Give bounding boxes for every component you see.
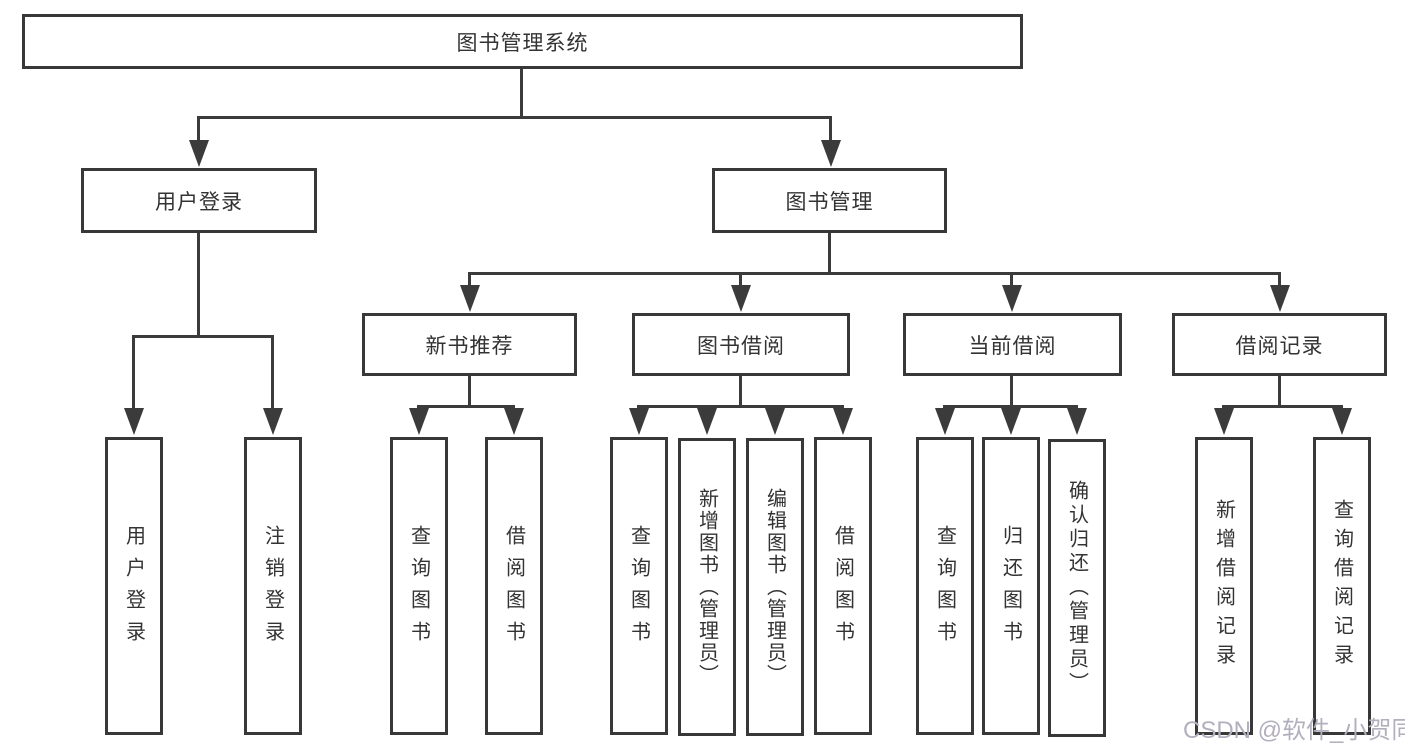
leaf-bb-query-books: 查询图书 (610, 437, 668, 735)
connector-user-login-stem (197, 233, 200, 336)
node-current-borrow: 当前借阅 (903, 313, 1122, 376)
node-borrow-records: 借阅记录 (1172, 313, 1387, 376)
arrowhead-br-add-record (1214, 408, 1234, 435)
node-library-management-system: 图书管理系统 (22, 14, 1023, 69)
connector-book-management-stem (828, 233, 831, 273)
leaf-user-login: 用户登录 (105, 437, 163, 735)
connector-borrow-records-stem (1278, 376, 1281, 408)
arrowhead-user-login (189, 140, 209, 167)
arrowhead-new-book (460, 285, 480, 312)
arrowhead-cb-query-books (935, 408, 955, 435)
leaf-br-query-borrow-record: 查询借阅记录 (1313, 437, 1371, 735)
leaf-logout: 注销登录 (244, 437, 302, 735)
leaf-nb-query-books: 查询图书 (390, 437, 448, 735)
arrowhead-br-query-record (1332, 408, 1352, 435)
connector-drop-current-borrow (1010, 272, 1013, 286)
arrowhead-leaf-user-login (124, 408, 144, 435)
arrowhead-current-borrow (1002, 285, 1022, 312)
connector-borrow-records-bus (1222, 405, 1343, 408)
arrowhead-bb-borrow-books (833, 408, 853, 435)
connector-new-book-bus (417, 405, 515, 408)
connector-root-bus (197, 116, 832, 119)
connector-user-login-bus (132, 335, 274, 338)
arrowhead-leaf-logout (263, 408, 283, 435)
arrowhead-cb-confirm-return (1067, 408, 1087, 435)
leaf-cb-confirm-return-admin: 确认归还（管理员） (1048, 439, 1106, 737)
arrowhead-book-borrow (731, 285, 751, 312)
arrowhead-cb-return-books (1001, 408, 1021, 435)
arrowhead-borrow-records (1270, 285, 1290, 312)
leaf-bb-borrow-books: 借阅图书 (814, 437, 872, 735)
connector-root-stem (520, 69, 523, 117)
node-new-book-recommend: 新书推荐 (362, 313, 577, 376)
arrowhead-bb-query-books (629, 408, 649, 435)
connector-drop-borrow-records (1278, 272, 1281, 286)
connector-book-borrow-bus (637, 405, 844, 408)
arrowhead-nb-query-books (409, 408, 429, 435)
node-user-login: 用户登录 (81, 168, 317, 233)
connector-drop-leaf-user-login (132, 335, 135, 409)
connector-drop-leaf-logout (271, 335, 274, 409)
node-book-borrow: 图书借阅 (632, 313, 850, 376)
connector-drop-book-borrow (739, 272, 742, 286)
leaf-br-add-borrow-record: 新增借阅记录 (1195, 437, 1253, 735)
connector-current-borrow-bus (943, 405, 1078, 408)
leaf-cb-query-books: 查询图书 (916, 437, 974, 735)
leaf-nb-borrow-books: 借阅图书 (485, 437, 543, 735)
leaf-cb-return-books: 归还图书 (982, 437, 1040, 735)
arrowhead-bb-add-books (697, 408, 717, 435)
connector-book-management-bus (468, 272, 1281, 275)
connector-current-borrow-stem (1010, 376, 1013, 408)
node-book-management: 图书管理 (712, 168, 947, 233)
leaf-bb-edit-books-admin: 编辑图书（管理员） (746, 438, 804, 736)
connector-drop-new-book (468, 272, 471, 286)
arrowhead-bb-edit-books (765, 408, 785, 435)
connector-drop-user-login (197, 116, 200, 141)
connector-book-borrow-stem (739, 376, 742, 408)
leaf-bb-add-books-admin: 新增图书（管理员） (678, 438, 736, 736)
arrowhead-book-management (821, 140, 841, 167)
csdn-watermark: CSDN @软件_小贺同学 (1183, 717, 1405, 744)
arrowhead-nb-borrow-books (504, 408, 524, 435)
connector-drop-book-management (829, 116, 832, 141)
connector-new-book-stem (468, 376, 471, 408)
